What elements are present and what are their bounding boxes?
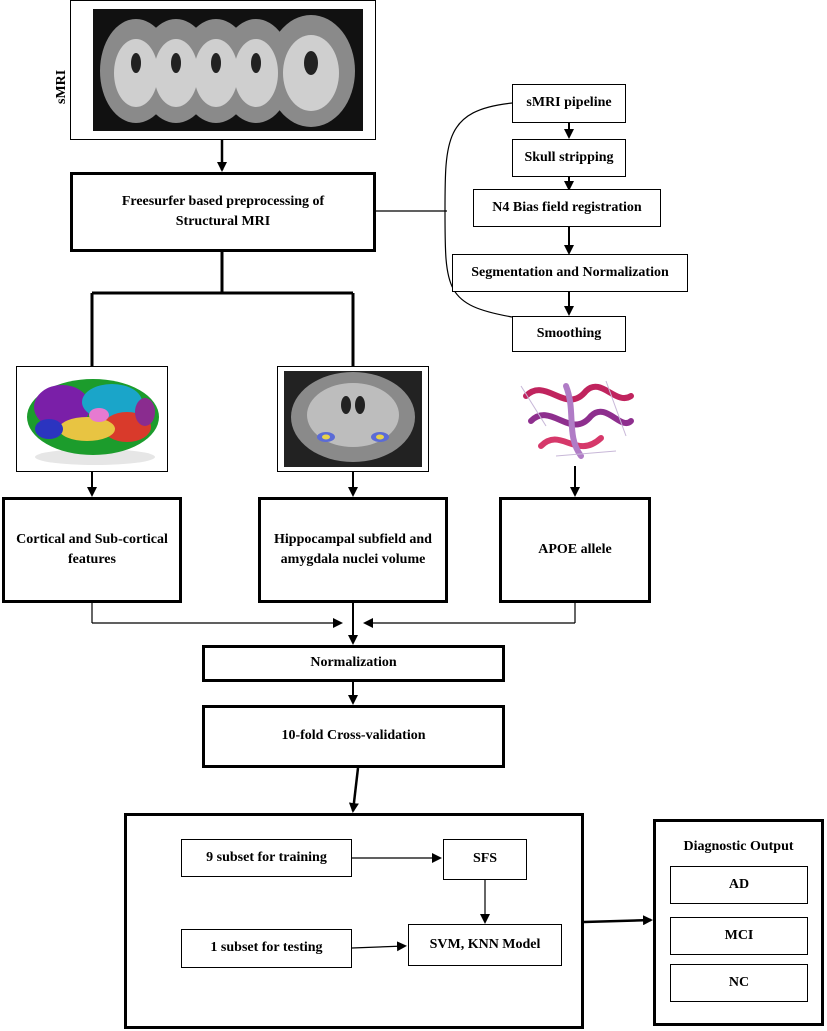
pipeline-step-label: Skull stripping	[524, 149, 614, 165]
pipeline-step-smoothing: Smoothing	[512, 316, 626, 352]
diagnostic-class-label: NC	[728, 974, 750, 990]
pipeline-bracket	[444, 102, 513, 318]
apoe-allele-box: APOE allele	[499, 497, 651, 603]
pipeline-title: sMRI pipeline	[526, 95, 612, 111]
diagnostic-class-ad: AD	[670, 866, 808, 904]
diagnostic-output-block	[653, 819, 824, 1026]
pipeline-step-skull-stripping: Skull stripping	[512, 139, 626, 177]
cross-validation-box: 10-fold Cross-validation	[202, 705, 505, 768]
brain-mri-slices-image	[93, 9, 363, 131]
pipeline-step-n4-bias: N4 Bias field registration	[473, 189, 661, 227]
freesurfer-preprocessing-box: Freesurfer based preprocessing of Struct…	[70, 172, 376, 252]
cross-validation-label: 10-fold Cross-validation	[281, 728, 426, 744]
testing-subset-label: 1 subset for testing	[210, 940, 323, 956]
pipeline-step-label: N4 Bias field registration	[492, 199, 642, 215]
hippocampal-features-box: Hippocampal subfield and amygdala nuclei…	[258, 497, 448, 603]
apoe-protein-image	[506, 366, 646, 466]
cortical-brain-image	[16, 366, 168, 472]
testing-subset-box: 1 subset for testing	[181, 929, 352, 968]
smri-images-panel	[70, 0, 376, 140]
pipeline-step-label: Segmentation and Normalization	[471, 264, 669, 280]
hippocampal-features-label: Hippocampal subfield and amygdala nuclei…	[274, 531, 432, 567]
diagnostic-class-nc: NC	[670, 964, 808, 1002]
diagnostic-output-title: Diagnostic Output	[683, 839, 794, 854]
diagnostic-class-label: AD	[728, 876, 750, 892]
svm-knn-model-box: SVM, KNN Model	[408, 924, 562, 966]
training-subset-box: 9 subset for training	[181, 839, 352, 877]
training-subset-label: 9 subset for training	[206, 849, 327, 865]
sfs-label: SFS	[472, 851, 498, 867]
normalization-box: Normalization	[202, 645, 505, 682]
pipeline-step-segmentation: Segmentation and Normalization	[452, 254, 688, 292]
model-training-block	[124, 813, 584, 1029]
apoe-allele-label: APOE allele	[538, 541, 612, 557]
svm-knn-model-label: SVM, KNN Model	[429, 936, 541, 952]
sfs-box: SFS	[443, 839, 527, 880]
cortical-features-box: Cortical and Sub-cortical features	[2, 497, 182, 603]
smri-label: sMRI	[54, 69, 69, 104]
pipeline-title-box: sMRI pipeline	[512, 84, 626, 123]
hippocampal-mri-image	[277, 366, 429, 472]
diagnostic-class-label: MCI	[724, 927, 754, 943]
normalization-label: Normalization	[310, 655, 397, 671]
diagnostic-class-mci: MCI	[670, 917, 808, 955]
cortical-features-label: Cortical and Sub-cortical features	[16, 531, 168, 567]
freesurfer-text: Freesurfer based preprocessing of Struct…	[121, 193, 325, 229]
pipeline-step-label: Smoothing	[536, 325, 602, 341]
